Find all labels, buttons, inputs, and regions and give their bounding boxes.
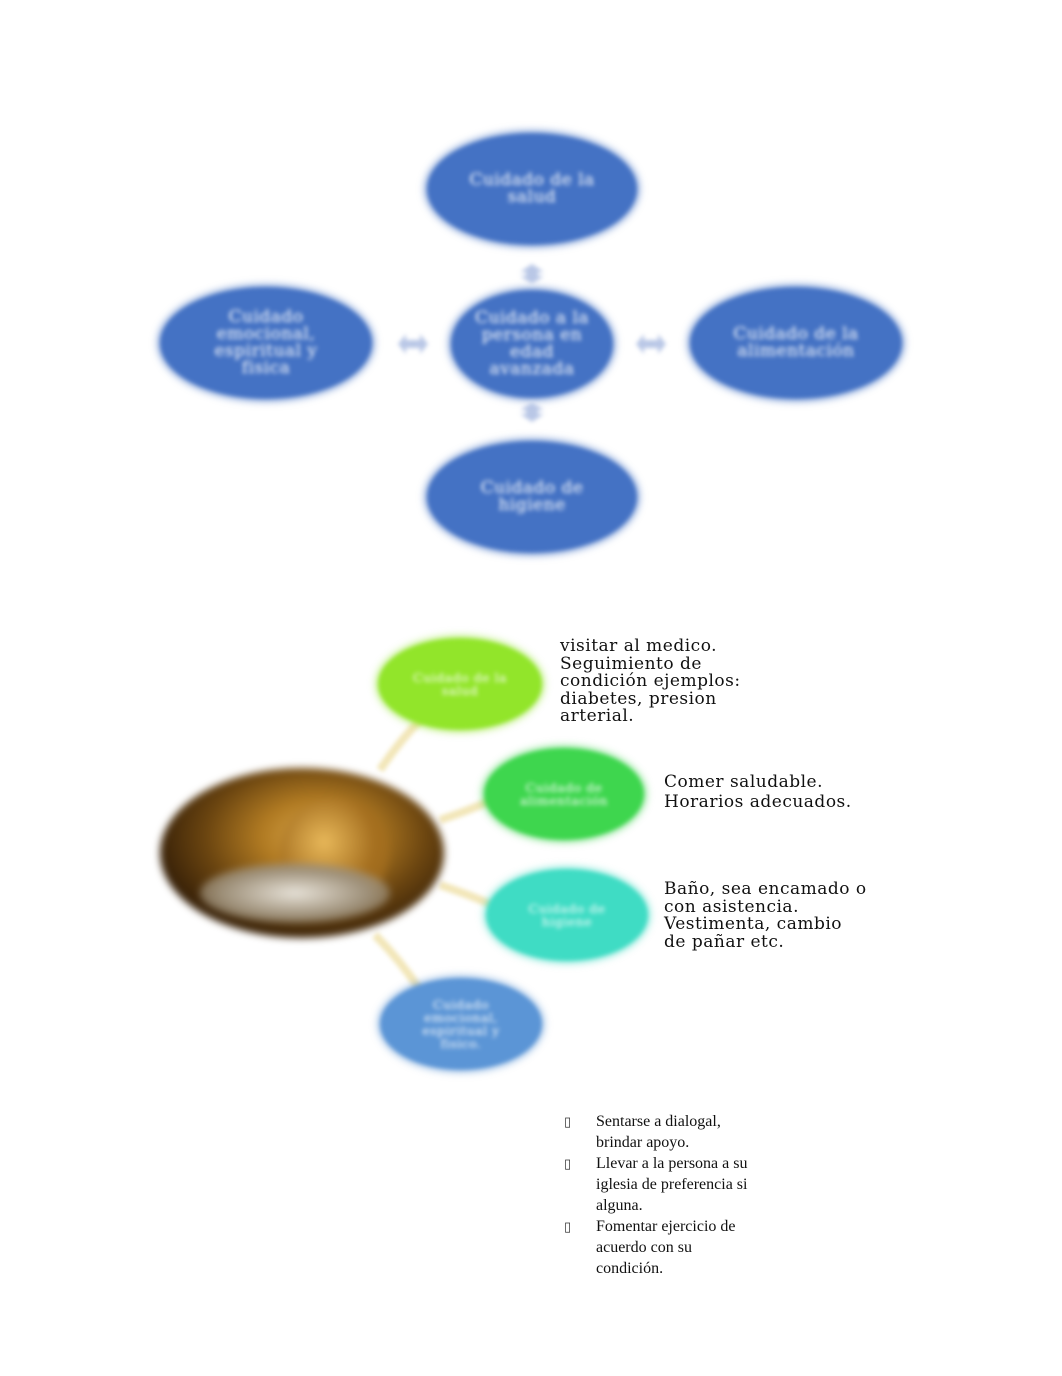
branch-node-salud-label: Cuidado de la salud	[413, 670, 507, 698]
node-right-label: Cuidado de la alimentación	[733, 324, 859, 361]
node-bottom-label: Cuidado de higiene	[480, 478, 584, 515]
node-top: Cuidado de la salud	[427, 133, 637, 245]
arrow-right	[636, 334, 666, 354]
branch-node-emocional-label: Cuidado emocional, espiritual y fisico.	[422, 997, 500, 1051]
bullet-icon: ▯	[564, 1156, 572, 1171]
arrow-left	[398, 334, 428, 354]
bullet-icon: ▯	[564, 1219, 572, 1234]
salud-description: visitar al medico. Seguimiento de condic…	[560, 636, 741, 726]
branch-node-higiene-label: Cuidado de higiene	[528, 901, 606, 929]
node-center-label: Cuidado a la persona en edad avanzada	[474, 308, 590, 379]
node-center: Cuidado a la persona en edad avanzada	[451, 290, 613, 398]
node-right: Cuidado de la alimentación	[690, 287, 902, 399]
arrow-bottom	[520, 402, 544, 422]
higiene-description: Baño, sea encamado o con asistencia. Ves…	[664, 879, 867, 952]
list-item-text: Llevar a la persona a su iglesia de pref…	[596, 1155, 748, 1214]
bullet-icon: ▯	[564, 1114, 572, 1129]
list-item-text: Fomentar ejercicio de acuerdo con su con…	[596, 1218, 736, 1277]
node-left: Cuidado emocional, espiritual y fisica	[160, 287, 372, 399]
elderly-photo	[160, 768, 444, 938]
list-item-text: Sentarse a dialogal, brindar apoyo.	[596, 1113, 721, 1151]
branch-node-emocional: Cuidado emocional, espiritual y fisico.	[380, 978, 542, 1070]
branch-node-salud: Cuidado de la salud	[378, 638, 542, 730]
list-item: ▯ Sentarse a dialogal, brindar apoyo.	[560, 1111, 760, 1153]
alimentacion-description: Comer saludable. Horarios adecuados.	[664, 772, 852, 812]
list-item: ▯ Fomentar ejercicio de acuerdo con su c…	[560, 1216, 760, 1279]
branch-node-alimentacion: Cuidado de alimentación	[484, 748, 644, 840]
branch-node-higiene: Cuidado de higiene	[486, 869, 648, 961]
branch-node-alimentacion-label: Cuidado de alimentación	[520, 780, 608, 808]
node-top-label: Cuidado de la salud	[469, 170, 595, 207]
emotional-care-list: ▯ Sentarse a dialogal, brindar apoyo. ▯ …	[560, 1111, 760, 1279]
arrow-top	[520, 264, 544, 284]
node-bottom: Cuidado de higiene	[427, 441, 637, 553]
list-item: ▯ Llevar a la persona a su iglesia de pr…	[560, 1153, 760, 1216]
node-left-label: Cuidado emocional, espiritual y fisica	[214, 307, 318, 378]
